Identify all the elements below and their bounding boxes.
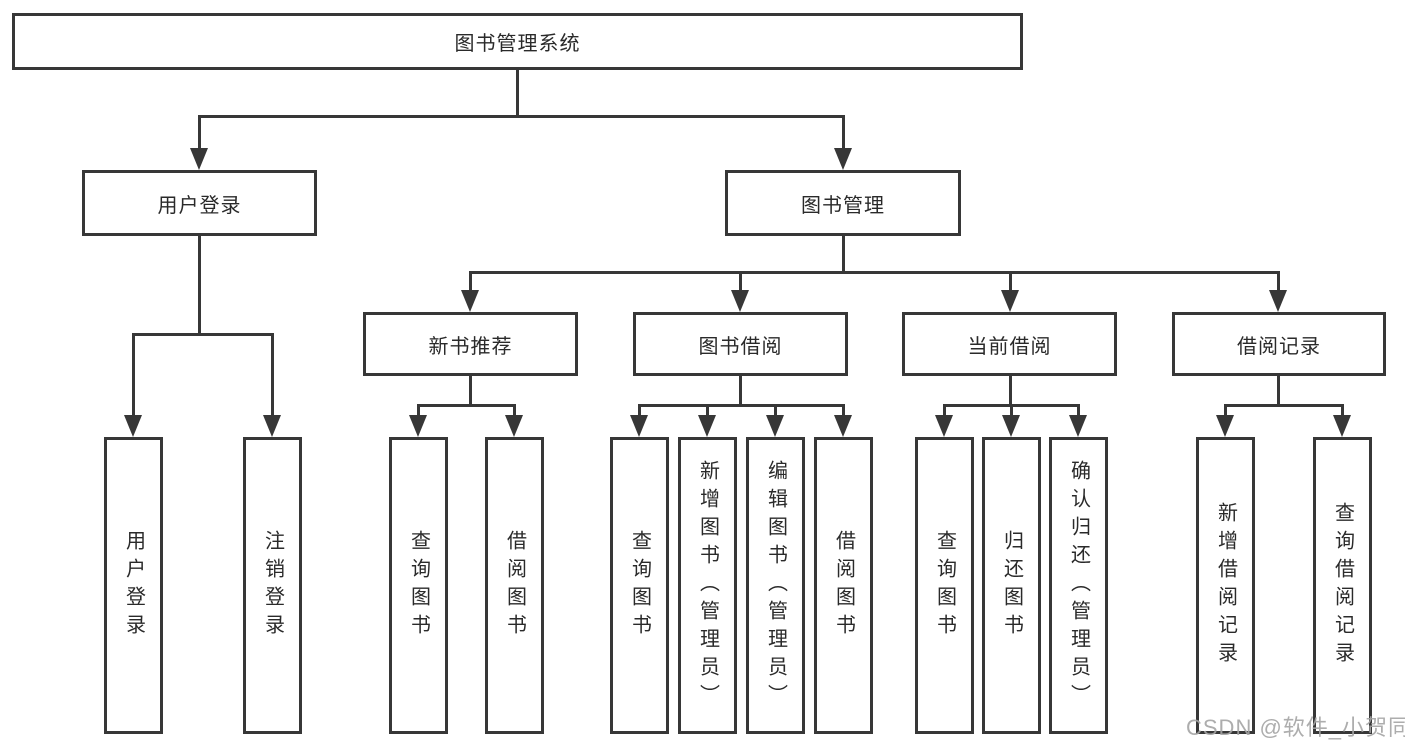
arrow-into-current-borrowing: [1001, 290, 1019, 312]
arrow-into-cb-query: [935, 415, 953, 437]
connector-drop-user-login: [198, 115, 201, 150]
arrow-into-nb-borrow: [505, 415, 523, 437]
connector-drop-leaf-user-login: [132, 333, 135, 417]
arrow-into-leaf-logout: [263, 415, 281, 437]
node-new-book-recommendation: 新书推荐: [363, 312, 578, 376]
connector-drop-bb-add: [706, 404, 709, 418]
node-leaf-borrow-books-2: 借阅图书: [814, 437, 873, 734]
node-borrowing-records: 借阅记录: [1172, 312, 1386, 376]
node-leaf-logout-label: 注销登录: [261, 529, 284, 642]
connector-current-borrowing-stem: [1009, 376, 1012, 407]
node-leaf-query-books-2: 查询图书: [610, 437, 669, 734]
node-root: 图书管理系统: [12, 13, 1023, 70]
connector-root-split: [198, 115, 845, 118]
node-leaf-confirm-return-admin-label: 确认归还（管理员）: [1067, 459, 1090, 712]
node-leaf-query-books-2-label: 查询图书: [628, 529, 651, 642]
node-leaf-query-books-3: 查询图书: [915, 437, 974, 734]
node-leaf-return-books: 归还图书: [982, 437, 1041, 734]
connector-drop-nb-borrow: [513, 404, 516, 418]
connector-drop-bb-borrow: [842, 404, 845, 418]
node-leaf-borrow-books-1-label: 借阅图书: [503, 529, 526, 642]
connector-drop-current-borrowing: [1009, 271, 1012, 293]
node-user-login: 用户登录: [82, 170, 317, 236]
node-leaf-confirm-return-admin: 确认归还（管理员）: [1049, 437, 1108, 734]
arrow-into-bb-query: [630, 415, 648, 437]
arrow-into-br-query: [1333, 415, 1351, 437]
node-leaf-user-login: 用户登录: [104, 437, 163, 734]
arrow-into-leaf-user-login: [124, 415, 142, 437]
connector-drop-cb-query: [943, 404, 946, 418]
connector-new-book-rec-stem: [469, 376, 472, 407]
connector-book-management-split: [469, 271, 1280, 274]
connector-drop-borrowing-records: [1277, 271, 1280, 293]
connector-drop-br-query: [1341, 404, 1344, 418]
connector-book-management-stem: [842, 236, 845, 274]
arrow-into-book-borrowing: [731, 290, 749, 312]
connector-borrowing-records-stem: [1277, 376, 1280, 407]
arrow-into-bb-edit: [766, 415, 784, 437]
connector-root-stem: [516, 70, 519, 118]
arrow-into-br-add: [1216, 415, 1234, 437]
connector-drop-bb-edit: [774, 404, 777, 418]
arrow-into-nb-query: [409, 415, 427, 437]
node-leaf-add-books-admin: 新增图书（管理员）: [678, 437, 737, 734]
node-leaf-query-borrow-record: 查询借阅记录: [1313, 437, 1372, 734]
connector-drop-leaf-logout: [271, 333, 274, 417]
node-leaf-user-login-label: 用户登录: [122, 529, 145, 642]
connector-book-borrowing-stem: [739, 376, 742, 407]
node-leaf-add-books-admin-label: 新增图书（管理员）: [696, 459, 719, 712]
node-leaf-query-books-3-label: 查询图书: [933, 529, 956, 642]
node-leaf-edit-books-admin-label: 编辑图书（管理员）: [764, 459, 787, 712]
arrow-into-cb-return: [1002, 415, 1020, 437]
node-leaf-borrow-books-1: 借阅图书: [485, 437, 544, 734]
connector-drop-cb-confirm: [1077, 404, 1080, 418]
arrow-into-bb-add: [698, 415, 716, 437]
connector-drop-book-borrowing: [739, 271, 742, 293]
connector-borrowing-records-split: [1224, 404, 1343, 407]
connector-drop-br-add: [1224, 404, 1227, 418]
node-leaf-add-borrow-record-label: 新增借阅记录: [1214, 501, 1237, 670]
connector-book-borrowing-split: [638, 404, 845, 407]
node-leaf-return-books-label: 归还图书: [1000, 529, 1023, 642]
node-book-management: 图书管理: [725, 170, 961, 236]
arrow-into-new-book-rec: [461, 290, 479, 312]
arrow-into-book-management: [834, 148, 852, 170]
node-leaf-add-borrow-record: 新增借阅记录: [1196, 437, 1255, 734]
node-current-borrowing: 当前借阅: [902, 312, 1117, 376]
connector-user-login-split: [132, 333, 274, 336]
arrow-into-borrowing-records: [1269, 290, 1287, 312]
node-leaf-query-books-1: 查询图书: [389, 437, 448, 734]
arrow-into-cb-confirm: [1069, 415, 1087, 437]
arrow-into-bb-borrow: [834, 415, 852, 437]
watermark: CSDN @软件_小贺同学: [1186, 715, 1405, 740]
node-book-borrowing: 图书借阅: [633, 312, 848, 376]
node-leaf-borrow-books-2-label: 借阅图书: [832, 529, 855, 642]
connector-drop-nb-query: [417, 404, 420, 418]
connector-drop-new-book-rec: [469, 271, 472, 293]
node-leaf-logout: 注销登录: [243, 437, 302, 734]
arrow-into-user-login: [190, 148, 208, 170]
connector-drop-bb-query: [638, 404, 641, 418]
connector-drop-book-management: [842, 115, 845, 150]
node-leaf-query-books-1-label: 查询图书: [407, 529, 430, 642]
connector-user-login-stem: [198, 236, 201, 336]
node-leaf-edit-books-admin: 编辑图书（管理员）: [746, 437, 805, 734]
connector-drop-cb-return: [1010, 404, 1013, 418]
node-leaf-query-borrow-record-label: 查询借阅记录: [1331, 501, 1354, 670]
connector-new-book-rec-split: [417, 404, 516, 407]
